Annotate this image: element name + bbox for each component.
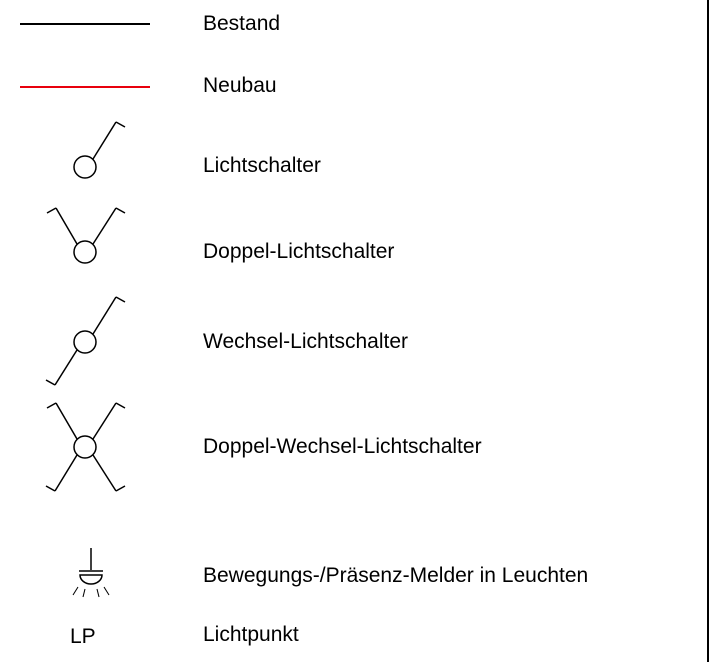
legend-row-lichtschalter: Lichtschalter <box>0 112 707 192</box>
legend-frame-border <box>707 0 709 662</box>
legend-label-lichtschalter: Lichtschalter <box>203 154 321 177</box>
legend-row-neubau: Neubau <box>0 62 707 112</box>
double-two-way-light-switch-icon <box>45 402 126 492</box>
solid-black-line-icon <box>20 23 150 25</box>
legend-label-neubau: Neubau <box>203 74 277 97</box>
legend-row-wechsel-lichtschalter: Wechsel-Lichtschalter <box>0 290 707 390</box>
legend-label-doppel-wechsel-lichtschalter: Doppel-Wechsel-Lichtschalter <box>203 435 482 458</box>
legend-row-bestand: Bestand <box>0 0 707 50</box>
legend-row-bewegungsmelder: Bewegungs-/Präsenz-Melder in Leuchten <box>0 540 707 610</box>
legend-label-bewegungsmelder: Bewegungs-/Präsenz-Melder in Leuchten <box>203 564 589 587</box>
legend-label-doppel-lichtschalter: Doppel-Lichtschalter <box>203 240 395 263</box>
two-way-light-switch-icon <box>45 296 126 386</box>
legend-label-lichtpunkt: Lichtpunkt <box>203 623 299 646</box>
solid-red-line-icon <box>20 86 150 88</box>
light-switch-icon <box>73 121 126 179</box>
legend-label-wechsel-lichtschalter: Wechsel-Lichtschalter <box>203 330 409 353</box>
legend-row-doppel-wechsel-lichtschalter: Doppel-Wechsel-Lichtschalter <box>0 395 707 500</box>
motion-presence-detector-icon <box>72 548 110 598</box>
legend-label-bestand: Bestand <box>203 12 281 35</box>
legend-row-lichtpunkt: LP Lichtpunkt <box>0 612 707 662</box>
lichtpunkt-symbol-text: LP <box>70 625 96 648</box>
double-light-switch-icon <box>46 207 126 264</box>
legend-row-doppel-lichtschalter: Doppel-Lichtschalter <box>0 195 707 275</box>
